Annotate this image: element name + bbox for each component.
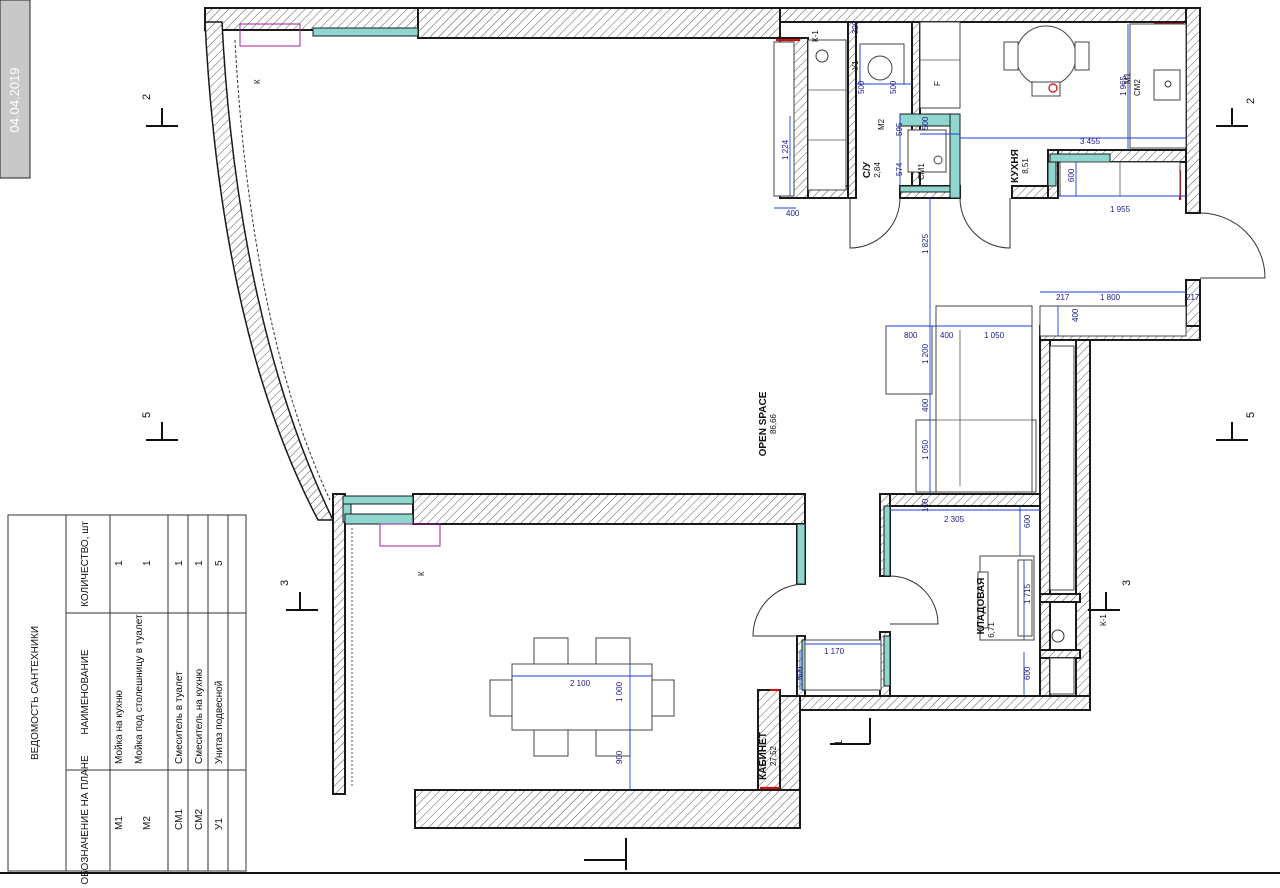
tag-k1-right: К-1 xyxy=(1099,614,1108,626)
dim-400-c: 400 xyxy=(940,331,954,340)
schedule-row: М2 Мойка под столешницу в туалет 1 xyxy=(134,560,153,830)
dim-1200: 1 200 xyxy=(921,343,930,364)
curved-facade xyxy=(204,21,335,521)
radiator-study xyxy=(379,523,441,547)
dim-500-b: 500 xyxy=(889,80,898,94)
dim-1224: 1 224 xyxy=(781,139,790,160)
radiator-top xyxy=(239,23,301,47)
dim-595: 595 xyxy=(895,122,904,136)
schedule-header-qty: КОЛИЧЕСТВО, шт xyxy=(80,521,91,607)
dim-600-c: 600 xyxy=(1023,666,1032,680)
svg-text:Смеситель на кухню: Смеситель на кухню xyxy=(194,668,205,764)
section-label-2-left: 2 xyxy=(141,94,153,100)
section-label-5-left: 5 xyxy=(141,412,153,418)
dim-1170: 1 170 xyxy=(824,647,845,656)
svg-text:СМ1: СМ1 xyxy=(174,809,185,830)
room-area-storage: 6,71 xyxy=(987,622,996,638)
svg-text:СМ2: СМ2 xyxy=(194,809,205,830)
section-label-3-left: 3 xyxy=(279,580,291,586)
dim-600-a: 600 xyxy=(1067,168,1076,182)
dim-1050-a: 1 050 xyxy=(984,331,1005,340)
doors xyxy=(752,197,1266,637)
tag-k1-wc: К-1 xyxy=(811,30,820,42)
room-area-open-space: 86,66 xyxy=(769,413,778,434)
date-stamp-text: 04.04.2019 xyxy=(7,67,22,132)
dim-1955: 1 955 xyxy=(1110,205,1131,214)
tag-k-top: К xyxy=(253,79,262,84)
dim-217-a: 217 xyxy=(1056,293,1070,302)
dim-320: 320 xyxy=(851,20,860,34)
svg-text:Мойка под столешницу в туалет: Мойка под столешницу в туалет xyxy=(134,614,145,764)
section-markers xyxy=(146,108,1248,870)
room-area-study: 27,52 xyxy=(769,745,778,766)
dim-500-c: 500 xyxy=(921,116,930,130)
schedule-header-code: ОБОЗНАЧЕНИЕ НА ПЛАНЕ xyxy=(80,755,91,885)
tag-cm2: СМ2 xyxy=(1133,79,1142,96)
tag-m2: М2 xyxy=(877,118,886,130)
dim-600-d: 600 xyxy=(795,666,804,680)
plumbing-schedule xyxy=(7,514,247,872)
dim-400-d: 400 xyxy=(921,398,930,412)
schedule-row: СМ2 Смеситель на кухню 1 xyxy=(194,560,205,830)
svg-text:1: 1 xyxy=(142,560,153,566)
svg-text:1: 1 xyxy=(114,560,125,566)
section-label-1: 1 xyxy=(833,740,845,746)
tag-cm1: СМ1 xyxy=(917,163,926,180)
dim-1965: 1 965 xyxy=(1119,75,1128,96)
svg-text:Мойка на кухню: Мойка на кухню xyxy=(114,690,125,764)
room-area-kitchen: 8,51 xyxy=(1021,158,1030,174)
svg-text:М2: М2 xyxy=(142,816,153,830)
schedule-header-name: НАИМЕНОВАНИЕ xyxy=(80,649,91,734)
dim-574: 574 xyxy=(895,162,904,176)
room-label-open-space: OPEN SPACE xyxy=(758,391,769,456)
dim-1715: 1 715 xyxy=(1023,583,1032,604)
date-stamp-box xyxy=(0,0,31,179)
room-label-storage: КЛАДОВАЯ xyxy=(976,578,987,635)
schedule-row: У1 Унитаз подвесной 5 xyxy=(214,560,225,830)
curtain-left xyxy=(234,39,331,501)
dim-600-b: 600 xyxy=(1023,514,1032,528)
room-area-wc: 2,84 xyxy=(873,162,882,178)
dim-217-b: 217 xyxy=(1186,293,1200,302)
dim-2100: 2 100 xyxy=(570,679,591,688)
dim-800: 800 xyxy=(904,331,918,340)
schedule-title: ВЕДОМОСТЬ САНТЕХНИКИ xyxy=(30,626,41,760)
dimension-lines xyxy=(512,24,1186,790)
svg-text:1: 1 xyxy=(194,560,205,566)
dim-100: 100 xyxy=(921,498,930,512)
room-label-wc: С/У xyxy=(862,161,873,178)
section-label-3-right: 3 xyxy=(1121,580,1133,586)
svg-text:5: 5 xyxy=(214,560,225,566)
floor-drain-k1-right xyxy=(1051,629,1065,643)
svg-text:У1: У1 xyxy=(214,818,225,830)
tag-f: F xyxy=(933,81,942,86)
furniture xyxy=(489,21,1187,757)
dim-400-a: 400 xyxy=(786,209,800,218)
schedule-row: М1 Мойка на кухню 1 xyxy=(114,560,125,830)
floor-drain-k1-wc xyxy=(815,49,829,63)
dim-3455: 3 455 xyxy=(1080,137,1101,146)
section-label-5-right: 5 xyxy=(1245,412,1257,418)
svg-text:Смеситель в туалет: Смеситель в туалет xyxy=(174,671,185,764)
room-label-kitchen: КУХНЯ xyxy=(1010,149,1021,183)
dim-1825: 1 825 xyxy=(921,233,930,254)
dim-900: 900 xyxy=(615,750,624,764)
schedule-row: СМ1 Смеситель в туалет 1 xyxy=(174,560,185,830)
dim-500-a: 500 xyxy=(857,80,866,94)
dim-1050-b: 1 050 xyxy=(921,439,930,460)
svg-text:М1: М1 xyxy=(114,816,125,830)
dim-1000: 1 000 xyxy=(615,681,624,702)
tag-u1: У1 xyxy=(851,60,860,70)
section-label-2-right: 2 xyxy=(1245,98,1257,104)
dim-1800: 1 800 xyxy=(1100,293,1121,302)
svg-text:Унитаз подвесной: Унитаз подвесной xyxy=(214,681,225,764)
dim-400-b: 400 xyxy=(1071,308,1080,322)
room-label-study: КАБИНЕТ xyxy=(758,732,769,780)
tag-m1: М1 xyxy=(1123,72,1132,84)
tag-k-study: К xyxy=(417,571,426,576)
svg-text:1: 1 xyxy=(174,560,185,566)
dim-2305: 2 305 xyxy=(944,515,965,524)
